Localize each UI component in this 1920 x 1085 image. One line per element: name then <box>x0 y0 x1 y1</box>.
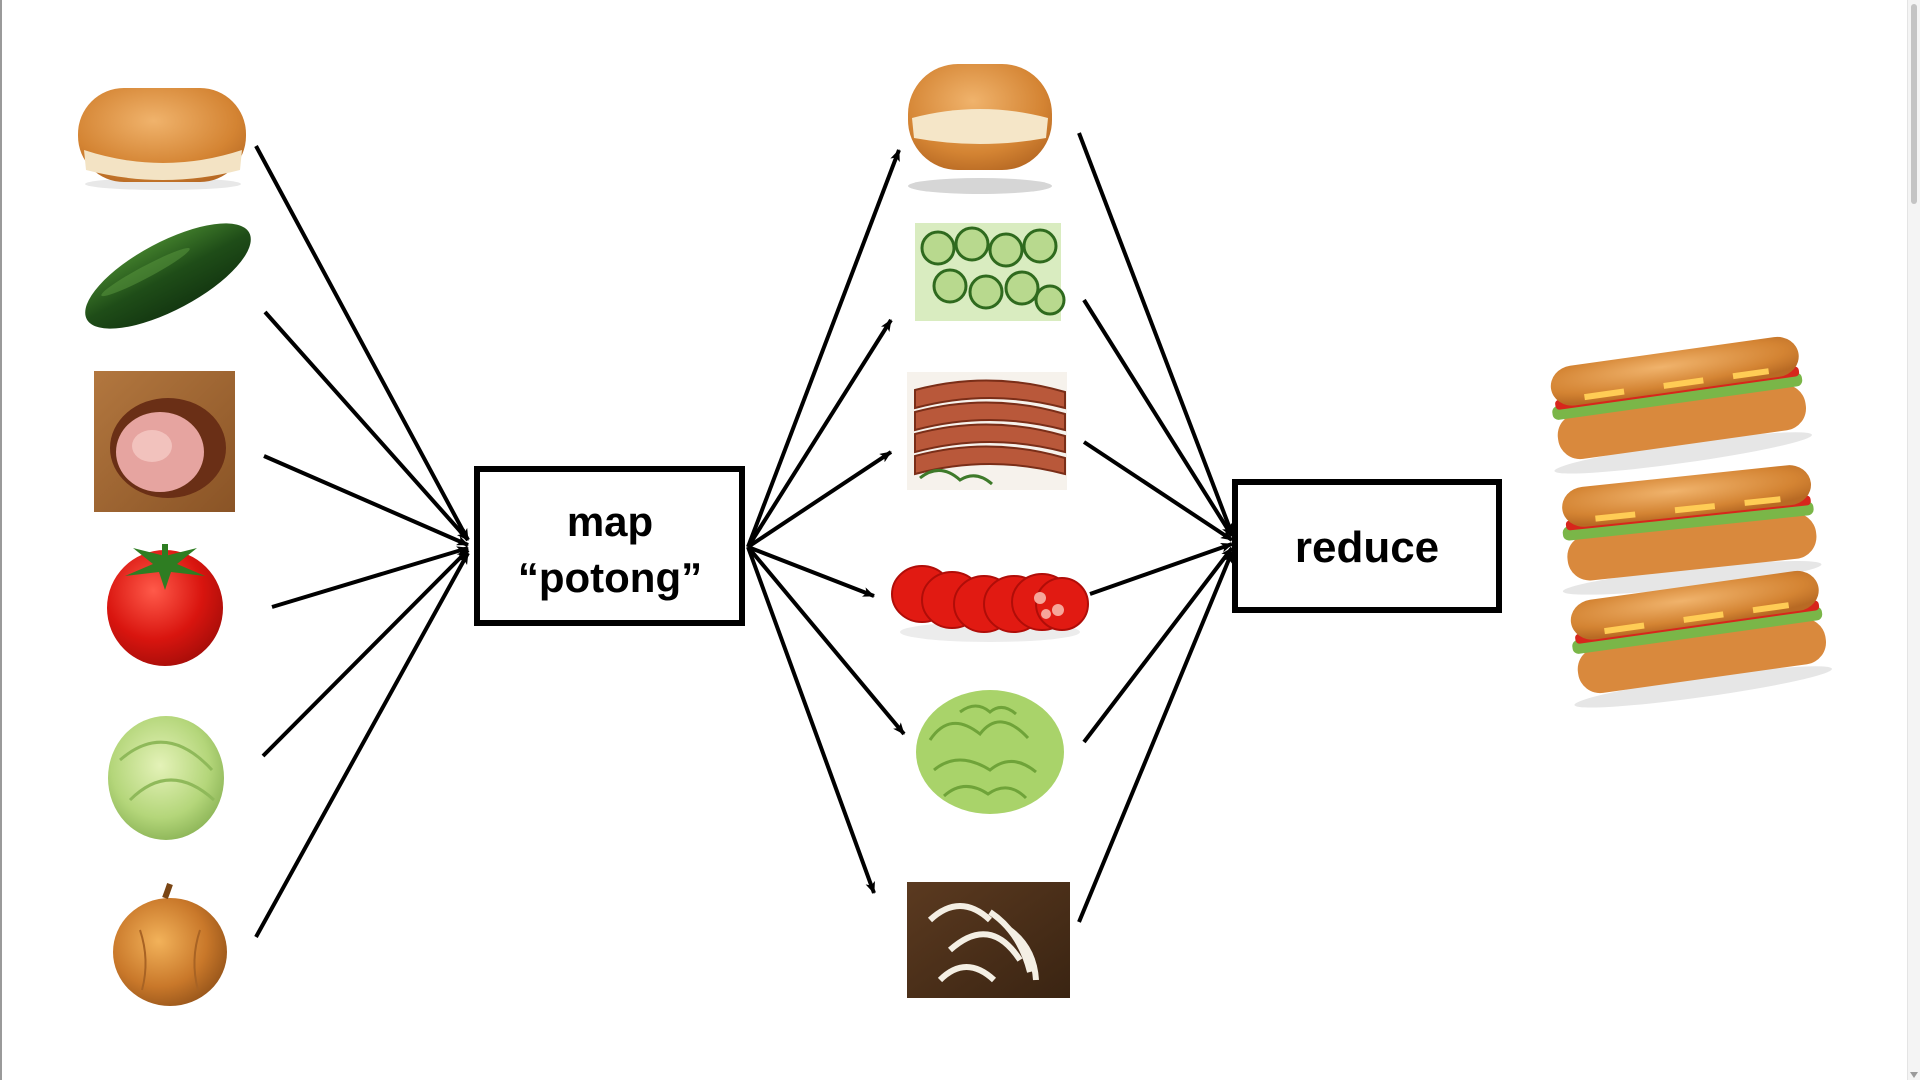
reduce-box: reduce <box>1232 479 1502 613</box>
sub-sandwich-image <box>1570 570 1832 708</box>
hot-dog-bun-image <box>78 88 246 190</box>
scroll-down-arrow-icon[interactable] <box>1910 1072 1918 1078</box>
split-bun-image <box>908 64 1052 194</box>
map-box: map “potong” <box>474 466 745 626</box>
map-output-arrows <box>746 149 906 894</box>
cucumber-image <box>85 223 251 329</box>
tomato-slices-image <box>891 565 1089 642</box>
input-arrows <box>254 145 470 938</box>
potong-label: “potong” <box>518 554 702 601</box>
tomato-image <box>107 544 223 666</box>
window-left-edge <box>0 0 2 1080</box>
ham-image <box>94 371 235 512</box>
scrollbar-thumb[interactable] <box>1911 4 1917 204</box>
vertical-scrollbar[interactable] <box>1907 0 1920 1080</box>
sub-sandwich-image <box>1562 465 1822 595</box>
onion-image <box>113 883 227 1006</box>
shredded-lettuce-image <box>916 690 1064 814</box>
ham-slices-image <box>907 372 1067 490</box>
sub-sandwich-image <box>1550 336 1812 474</box>
cucumber-slices-image <box>915 223 1066 321</box>
reduce-label: reduce <box>1295 523 1439 572</box>
onion-slices-image <box>907 882 1070 998</box>
cabbage-image <box>108 716 224 840</box>
map-label: map <box>567 498 653 545</box>
reduce-input-arrows <box>1077 132 1234 923</box>
